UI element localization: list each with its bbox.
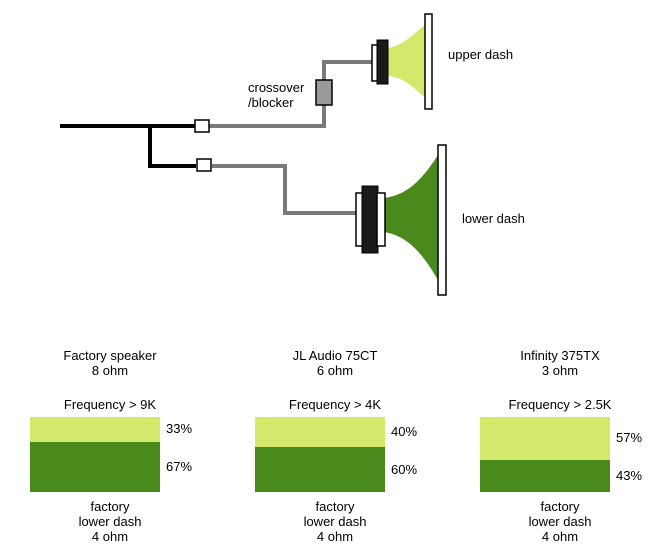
- upper-share-segment: [255, 417, 385, 447]
- crossover-blocker: [315, 79, 333, 106]
- upper-percent: 33%: [166, 421, 193, 437]
- ratio-bar: [480, 417, 610, 492]
- panel-jl-audio: JL Audio 75CT 6 ohm Frequency > 4K 40% 6…: [255, 345, 455, 559]
- main-wire: [60, 124, 196, 168]
- upper-connector: [194, 119, 210, 133]
- panel-title: JL Audio 75CT 6 ohm: [292, 348, 378, 378]
- crossover-label: crossover /blocker: [248, 80, 305, 110]
- panel-title: Factory speaker 8 ohm: [63, 348, 157, 378]
- upper-dash-speaker: [371, 13, 433, 110]
- woofer-cone: [384, 155, 438, 280]
- lower-percent: 60%: [391, 461, 418, 477]
- lower-connector: [196, 158, 212, 172]
- woofer-plate: [437, 144, 447, 296]
- panel-infinity: Infinity 375TX 3 ohm Frequency > 2.5K 57…: [480, 345, 660, 559]
- panel-title: Infinity 375TX 3 ohm: [520, 348, 600, 378]
- lower-branch-wire: [212, 164, 356, 215]
- ratio-bar: [255, 417, 385, 492]
- woofer-body: [361, 185, 379, 254]
- tweeter-body: [376, 39, 389, 85]
- panel-footer: factory lower dash 4 ohm: [78, 499, 142, 544]
- tweeter-cone: [388, 25, 425, 97]
- lower-percent: 67%: [166, 458, 193, 474]
- speaker-wiring-diagram: [60, 13, 447, 296]
- lower-percent: 43%: [616, 467, 643, 483]
- woofer-ring: [376, 192, 386, 247]
- frequency-label: Frequency > 9K: [63, 397, 157, 412]
- frequency-label: Frequency > 4K: [288, 397, 382, 412]
- lower-share-segment: [480, 460, 610, 492]
- upper-share-segment: [30, 417, 160, 442]
- frequency-label: Frequency > 2.5K: [508, 397, 612, 412]
- lower-dash-speaker: [355, 144, 447, 296]
- upper-branch-wire: [209, 60, 372, 128]
- panel-footer: factory lower dash 4 ohm: [528, 499, 592, 544]
- ratio-bar: [30, 417, 160, 492]
- upper-dash-label: upper dash: [448, 47, 514, 62]
- lower-share-segment: [30, 442, 160, 492]
- lower-share-segment: [255, 447, 385, 492]
- panel-factory-speaker: Factory speaker 8 ohm Frequency > 9K 33%…: [30, 345, 230, 559]
- upper-percent: 57%: [616, 430, 643, 446]
- upper-percent: 40%: [391, 424, 418, 439]
- tweeter-plate: [424, 13, 433, 110]
- upper-share-segment: [480, 417, 610, 460]
- panel-footer: factory lower dash 4 ohm: [303, 499, 367, 544]
- lower-dash-label: lower dash: [462, 211, 525, 226]
